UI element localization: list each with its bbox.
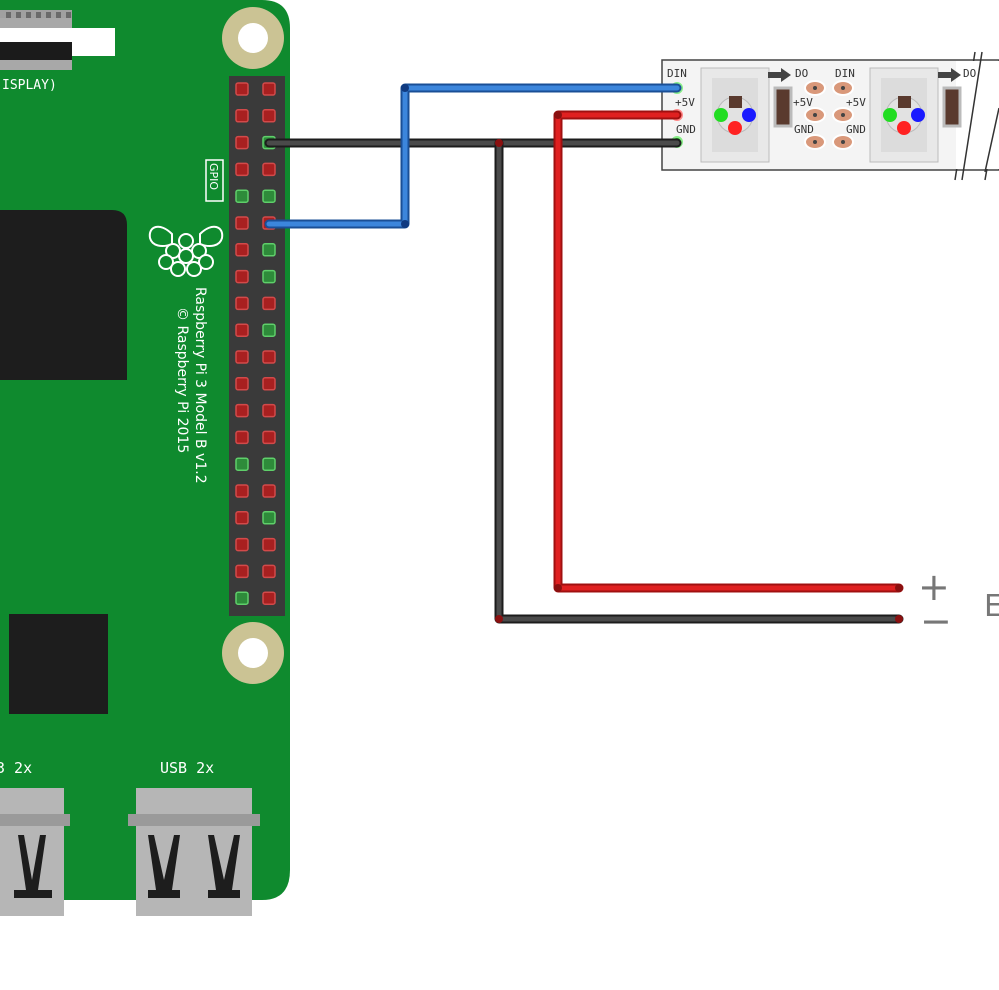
gpio-pin	[262, 537, 276, 552]
display-label: ISPLAY)	[2, 78, 57, 93]
strip-gnd-label-right: GND	[846, 123, 866, 136]
power-wire	[553, 110, 904, 593]
gpio-pin	[262, 189, 276, 203]
power-plus-symbol: +	[918, 565, 950, 609]
power-supply-label: E	[984, 589, 999, 624]
strip-gnd-label-left: GND	[794, 123, 814, 136]
gpio-pin	[235, 511, 249, 525]
board-model-text: Raspberry Pi 3 Model B v1.2	[192, 287, 208, 484]
gpio-pin	[262, 457, 276, 471]
gpio-header	[229, 76, 285, 616]
power-supply: + − E	[918, 565, 999, 643]
data-wire	[264, 83, 682, 229]
gpio-label: GPIO	[207, 163, 220, 190]
gpio-pin	[262, 430, 276, 445]
gpio-pin	[235, 162, 249, 177]
gpio-label-box: GPIO	[205, 159, 224, 202]
gpio-pin	[235, 430, 249, 445]
usb-left-label: 3 2x	[0, 759, 32, 777]
led-pixel-2	[869, 67, 962, 163]
display-connector	[0, 10, 115, 70]
board-copyright-text: © Raspberry Pi 2015	[174, 307, 190, 453]
strip-din-label: DIN	[667, 67, 687, 80]
ground-wire	[264, 138, 904, 624]
gpio-pin	[235, 457, 249, 471]
gpio-pin	[262, 511, 276, 525]
led-pixel-1	[700, 67, 793, 163]
usb-right-label: USB 2x	[160, 759, 214, 777]
soc-chip	[0, 210, 127, 380]
gpio-pin	[262, 243, 276, 257]
gpio-pin	[262, 350, 276, 364]
raspberry-pi-board: ISPLAY) GPIO	[0, 0, 290, 916]
gpio-pin	[235, 243, 249, 257]
solder-pads	[804, 80, 854, 150]
strip-plus5v-label-right: +5V	[846, 96, 866, 109]
gpio-pin	[262, 403, 276, 418]
gpio-pin	[235, 323, 249, 337]
gpio-pin	[262, 296, 276, 311]
gpio-pin	[262, 591, 276, 605]
gpio-pin	[235, 403, 249, 418]
gpio-pin	[262, 162, 276, 177]
gpio-pin	[235, 135, 249, 150]
gpio-pin	[262, 377, 276, 391]
mounting-hole-bottom	[222, 622, 284, 684]
gpio-pin	[235, 269, 249, 284]
gpio-pin	[262, 323, 276, 337]
gpio-pin	[235, 377, 249, 391]
strip-do-label-2: DO	[963, 67, 976, 80]
arrow-right-icon	[768, 68, 791, 82]
mounting-hole-top	[222, 7, 284, 69]
gpio-pin	[235, 109, 249, 123]
usb-port-left	[0, 788, 70, 916]
gpio-pin	[235, 484, 249, 498]
raspberry-logo-icon	[148, 225, 224, 277]
gpio-pin	[235, 189, 249, 203]
gpio-pin	[235, 537, 249, 552]
power-minus-symbol: −	[920, 599, 952, 643]
gpio-pin	[262, 484, 276, 498]
gpio-pins	[235, 82, 276, 605]
gpio-pin	[262, 564, 276, 579]
gpio-pin	[235, 591, 249, 605]
gpio-pin	[235, 296, 249, 311]
arrow-right-icon	[938, 68, 961, 82]
gpio-pin	[235, 216, 249, 230]
usb-port-right	[128, 788, 260, 916]
strip-plus5v-label-left: +5V	[793, 96, 813, 109]
strip-plus5v-label: +5V	[675, 96, 695, 109]
gpio-pin	[262, 269, 276, 284]
strip-do-label: DO	[795, 67, 808, 80]
wires	[264, 83, 904, 624]
gpio-pin	[235, 350, 249, 364]
gpio-pin	[262, 109, 276, 123]
strip-din-label-2: DIN	[835, 67, 855, 80]
gpio-pin	[235, 82, 249, 96]
lan-chip	[9, 614, 108, 714]
gpio-pin	[235, 564, 249, 579]
led-strip: DIN +5V GND DO DIN +5V +5V GND GND DO	[661, 51, 999, 181]
strip-gnd-label: GND	[676, 123, 696, 136]
gpio-pin	[262, 82, 276, 96]
